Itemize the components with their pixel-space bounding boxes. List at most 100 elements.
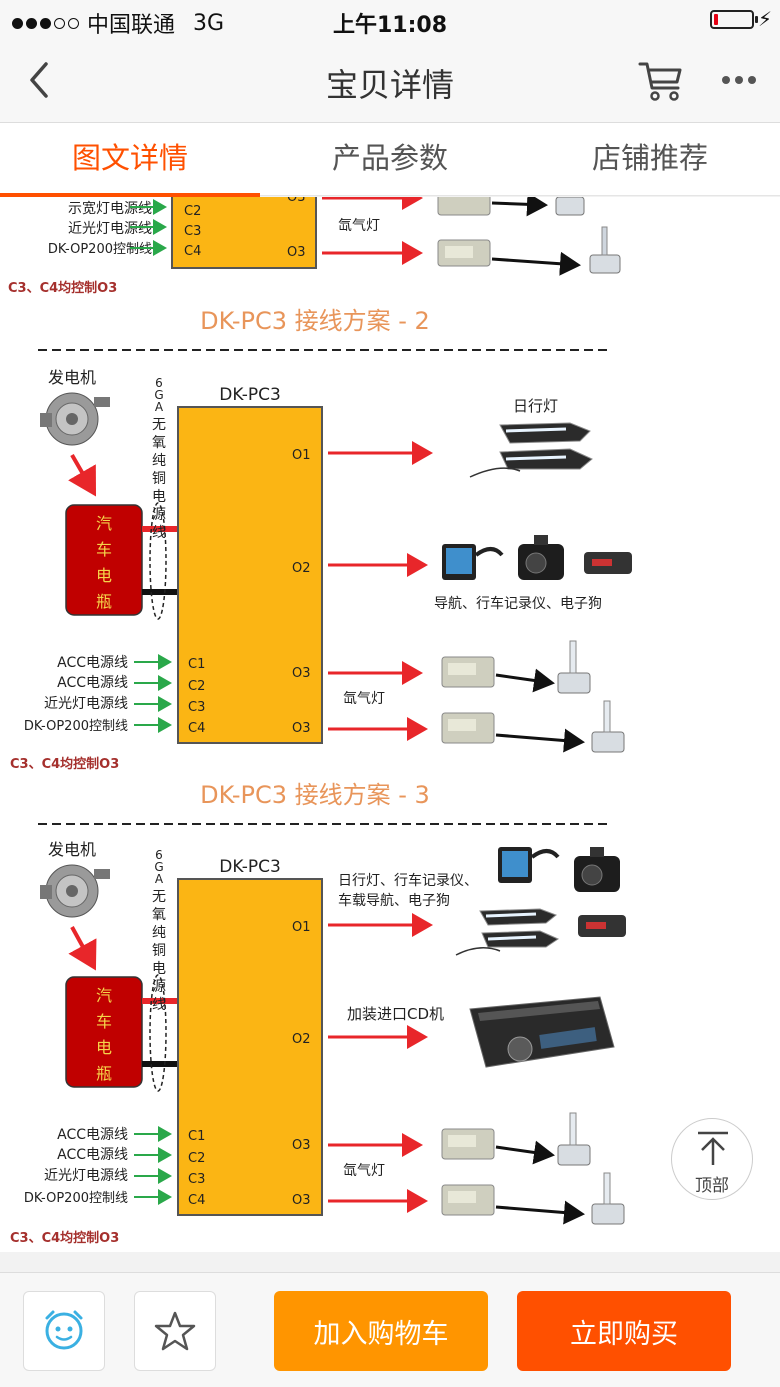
xenon-label: 氙气灯 [338,218,380,234]
input-label: 近光灯电源线 [68,221,152,237]
tab-product-params[interactable]: 产品参数 [331,141,448,175]
control-note: C3、C4均控制O3 [10,756,119,772]
back-button[interactable] [22,60,62,100]
o2-device-label: 加装进口CD机 [347,1005,444,1023]
alternator-icon [40,392,110,446]
wiring-diagram: C2 C3 C4 O3 O3 示宽灯电源线 近光灯电源线 DK-OP200控制线… [8,197,632,1246]
gps-navigator-icon [442,544,504,580]
back-to-top-button[interactable]: 顶部 [671,1118,753,1200]
xenon-bulb-icon [557,640,625,753]
port-label: C2 [188,679,205,694]
port-label: C2 [188,1151,205,1166]
battery-level [714,14,718,25]
battery-icon [710,10,758,29]
svg-text:A: A [155,400,164,414]
svg-text:氧: 氧 [152,435,166,451]
xenon-ballast-icon [441,656,495,744]
alternator-icon [40,864,110,918]
signal-strength-icon [12,17,79,29]
port-label: O3 [292,666,311,681]
xenon-ballast-icon [441,1128,495,1216]
buy-now-button[interactable]: 立即购买 [517,1291,731,1371]
scheme1-partial: C2 C3 C4 O3 O3 示宽灯电源线 近光灯电源线 DK-OP200控制线… [8,197,621,296]
tab-shop-recommend[interactable]: 店铺推荐 [591,141,708,175]
battery-label-4: 瓶 [96,592,112,611]
svg-text:纯: 纯 [152,453,166,469]
star-icon [154,1311,196,1351]
xenon-label: 氙气灯 [343,691,385,707]
cable-label: 6 G A 无 氧 纯 铜 电 源 线 [152,848,166,1013]
detail-tabs: 图文详情 产品参数 店铺推荐 [0,122,780,197]
cable-label: 6 G A 无 氧 纯 铜 电 源 线 [152,376,166,541]
chat-face-icon [45,1310,83,1350]
cart-button[interactable] [636,58,686,102]
svg-text:氧: 氧 [152,907,166,923]
dashcam-icon [574,847,620,892]
input-label: ACC电源线 [57,1147,128,1163]
tab-graphic-details[interactable]: 图文详情 [0,123,260,197]
port-label: C3 [184,224,201,239]
input-label: DK-OP200控制线 [48,242,152,257]
battery-label-2: 车 [96,540,112,559]
xenon-bulb-icon [555,197,621,274]
controller-name: DK-PC3 [219,857,281,877]
xenon-ballast-icon [437,197,491,267]
svg-text:纯: 纯 [152,925,166,941]
svg-text:电: 电 [152,489,166,505]
svg-text:源: 源 [152,507,166,523]
controller-name: DK-PC3 [219,385,281,405]
shopping-cart-icon [638,62,682,101]
port-label: O1 [292,448,311,463]
daytime-running-light-icon [455,908,560,956]
customer-service-button[interactable] [23,1291,105,1371]
gps-navigator-icon [498,847,560,883]
product-detail-image: C2 C3 C4 O3 O3 示宽灯电源线 近光灯电源线 DK-OP200控制线… [0,197,780,1252]
battery-label-1: 汽 [96,514,112,533]
o2-device-label: 导航、行车记录仪、电子狗 [434,595,602,612]
port-label: C2 [184,204,201,219]
port-label: O3 [287,245,306,260]
svg-text:A: A [155,872,164,886]
cd-player-icon [469,996,615,1068]
scheme3: DK-PC3 接线方案 - 3 发电机 汽 车 电 瓶 6 G A 无 氧 纯 … [10,781,626,1246]
status-left: 中国联通 3G [12,7,224,39]
input-label: DK-OP200控制线 [24,1191,128,1206]
port-label: C3 [188,1172,205,1187]
radar-detector-icon [584,552,632,574]
favorite-button[interactable] [134,1291,216,1371]
battery-label-2: 车 [96,1012,112,1031]
port-label: C3 [188,700,205,715]
status-bar: 中国联通 3G 上午11:08 ⚡ [0,0,780,40]
clock: 上午11:08 [332,13,448,38]
back-to-top-label: 顶部 [695,1176,729,1196]
svg-text:无: 无 [152,417,166,433]
radar-detector-icon [578,915,626,937]
car-battery [65,976,143,1088]
generator-label: 发电机 [48,368,96,387]
port-label: C4 [188,721,205,736]
input-label: DK-OP200控制线 [24,719,128,734]
port-label: C4 [188,1193,205,1208]
svg-text:线: 线 [152,525,166,541]
port-label: C4 [184,244,201,259]
more-options-button[interactable] [718,62,760,98]
controller-box [177,878,323,1216]
battery-label-3: 电 [96,1038,112,1057]
add-to-cart-button[interactable]: 加入购物车 [274,1291,488,1371]
battery-label-1: 汽 [96,986,112,1005]
scheme-title: DK-PC3 接线方案 - 2 [200,307,430,335]
port-label: O3 [287,197,306,205]
page-title: 宝贝详情 [325,66,454,104]
port-label: O1 [292,920,311,935]
port-label: O3 [292,721,311,736]
scheme-title: DK-PC3 接线方案 - 3 [200,781,430,809]
o1-device-label: 日行灯、行车记录仪、 [338,872,478,889]
port-label: O3 [292,1193,311,1208]
back-arrow-icon [30,62,48,98]
control-note: C3、C4均控制O3 [8,280,117,296]
port-label: O3 [292,1138,311,1153]
charging-icon: ⚡ [757,7,772,31]
input-label: ACC电源线 [57,675,128,691]
port-label: C1 [188,1129,205,1144]
control-note: C3、C4均控制O3 [10,1230,119,1246]
